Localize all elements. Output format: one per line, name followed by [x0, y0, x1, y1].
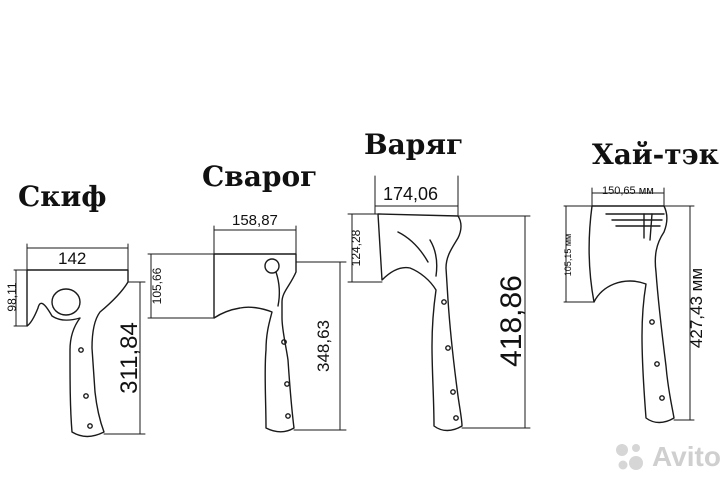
- varyag-total-length-label: 418,86: [495, 275, 528, 367]
- skif-blade-height-label: 98,11: [5, 282, 19, 312]
- axe-hitech-outline: [588, 205, 675, 424]
- hitech-total-length-label: 427,43 мм: [687, 267, 706, 349]
- axe-title-hitech: Хай-тэк: [592, 138, 719, 171]
- svarog-width-label: 158,87: [232, 212, 278, 229]
- axe-varyag-dimension-lines: [347, 175, 531, 429]
- axe-title-svarog: Сварог: [202, 160, 318, 193]
- skif-total-length-label: 311,84: [116, 322, 143, 394]
- hitech-blade-height-label: 105,15 мм: [563, 233, 573, 277]
- axe-skif-dimension-lines: [13, 243, 146, 435]
- axe-svarog-dimension-lines: [147, 225, 347, 431]
- axe-title-skif: Скиф: [18, 180, 107, 213]
- axe-hitech-dimension-lines: [563, 187, 695, 421]
- skif-width-label: 142: [58, 249, 87, 268]
- svarog-blade-height-label: 105,66: [150, 267, 164, 305]
- avito-watermark: Avito: [612, 440, 720, 474]
- avito-watermark-text: Avito: [652, 441, 720, 472]
- axe-varyag-outline: [377, 213, 463, 432]
- varyag-width-label: 174,06: [383, 184, 439, 204]
- svarog-total-length-label: 348,63: [314, 320, 333, 372]
- varyag-blade-height-label: 124,28: [349, 229, 363, 267]
- avito-logo-icon: [616, 444, 643, 470]
- hitech-width-label: 150,65 мм: [602, 185, 654, 197]
- axe-svarog-outline: [213, 253, 297, 433]
- axe-title-varyag: Варяг: [364, 128, 464, 161]
- axe-skif-outline: [26, 269, 129, 438]
